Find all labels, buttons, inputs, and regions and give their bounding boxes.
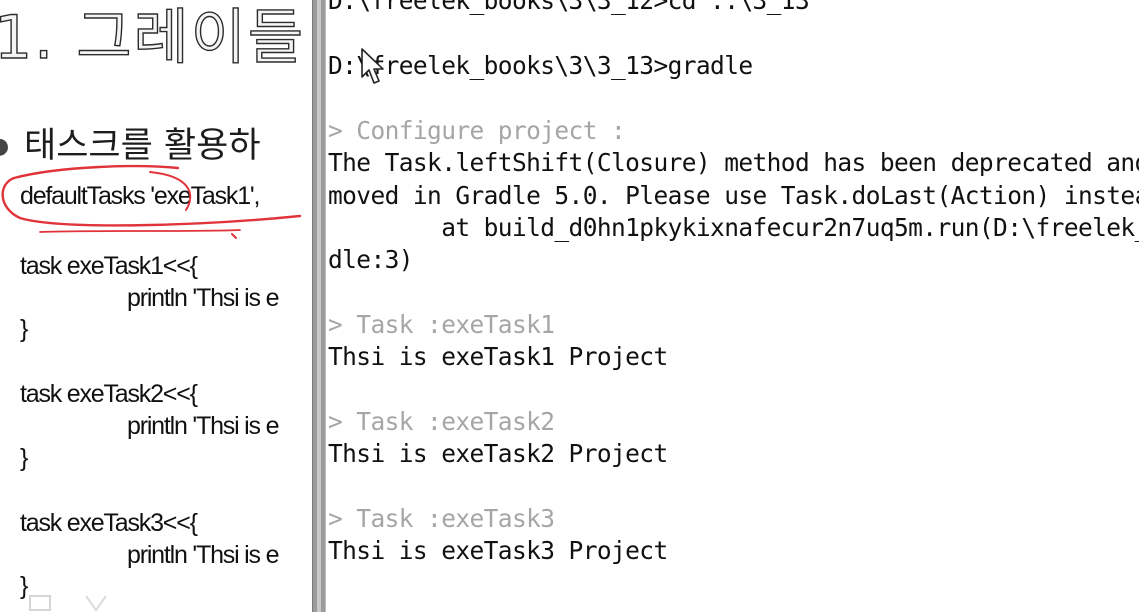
console-line: D:\freelek_books\3\3_12>cd ..\3_13 [328, 0, 810, 15]
window-border-divider [312, 0, 326, 612]
console-line-output: Thsi is exeTask2 Project [328, 439, 668, 468]
slide-bullet: ● 태스크를 활용하 [0, 121, 261, 172]
command-prompt-window[interactable]: D:\freelek_books\3\3_12>cd ..\3_13 D:\fr… [326, 0, 1139, 612]
console-line-task: > Task :exeTask2 [328, 407, 555, 436]
code-line-task3-body: println 'Thsi is e [127, 541, 279, 569]
console-line-task: > Task :exeTask3 [328, 504, 555, 533]
presentation-slide: 1. 그레이들 ● 태스크를 활용하 defaultTasks 'exeTask1… [0, 0, 312, 612]
code-line-task3-close: } [20, 572, 28, 600]
code-line-task2-close: } [20, 444, 28, 472]
mouse-pointer-icon [361, 48, 384, 84]
code-line-task2-body: println 'Thsi is e [127, 412, 279, 440]
console-prompt-line: D:\freelek_books\3\3_13>gradle [328, 51, 753, 80]
slide-title: 1. 그레이들 [0, 2, 306, 73]
slide-toolbar-icons [29, 595, 107, 612]
console-line-configure: > Configure project : [328, 116, 626, 145]
code-line-task1-close: } [20, 315, 28, 343]
console-line-warning: moved in Gradle 5.0. Please use Task.doL… [328, 181, 1139, 210]
code-line-defaulttasks: defaultTasks 'exeTask1', [20, 182, 260, 210]
console-line-warning: The Task.leftShift(Closure) method has b… [328, 148, 1139, 177]
console-line-warning: at build_d0hn1pkykixnafecur2n7uq5m.run(D… [441, 213, 1139, 242]
console-line-output: Thsi is exeTask3 Project [328, 536, 668, 565]
console-line-warning: dle:3) [328, 245, 414, 274]
console-line-task: > Task :exeTask1 [328, 310, 555, 339]
slide-bullet-text: 태스크를 활용하 [24, 126, 261, 166]
code-line-task1: task exeTask1<<{ [20, 252, 198, 280]
console-line-output: Thsi is exeTask1 Project [328, 342, 668, 371]
code-line-task2: task exeTask2<<{ [20, 380, 198, 408]
code-line-task1-body: println 'Thsi is e [127, 284, 279, 312]
bullet-dot-icon: ● [0, 122, 9, 172]
code-line-task3: task exeTask3<<{ [20, 509, 198, 537]
